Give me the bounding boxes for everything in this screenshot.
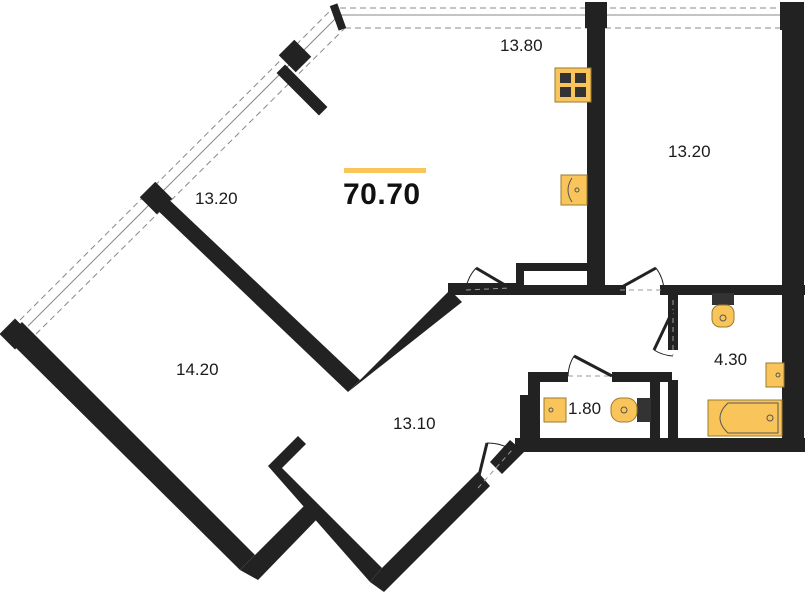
stove-icon	[554, 67, 592, 103]
total-area-accent-bar	[344, 168, 426, 173]
toilet-icon	[610, 397, 651, 423]
room-area-toilet: 1.80	[568, 399, 602, 418]
kitchen-sink-icon	[560, 174, 588, 206]
room-area-kitchen: 13.80	[500, 36, 543, 55]
total-area: 70.70	[343, 178, 421, 211]
bath-sink-icon	[765, 362, 785, 388]
window-frames	[585, 2, 804, 30]
room-area-bedroom-right: 13.20	[668, 142, 711, 161]
toilet-sink-icon	[543, 397, 567, 423]
bath-toilet-icon	[711, 293, 735, 328]
room-area-bedroom-left: 14.20	[176, 360, 219, 379]
room-area-bathroom: 4.30	[714, 350, 748, 369]
bathtub-icon	[707, 399, 783, 437]
doors	[465, 266, 675, 489]
room-area-living-room: 13.20	[195, 189, 238, 208]
room-area-hallway: 13.10	[393, 414, 436, 433]
